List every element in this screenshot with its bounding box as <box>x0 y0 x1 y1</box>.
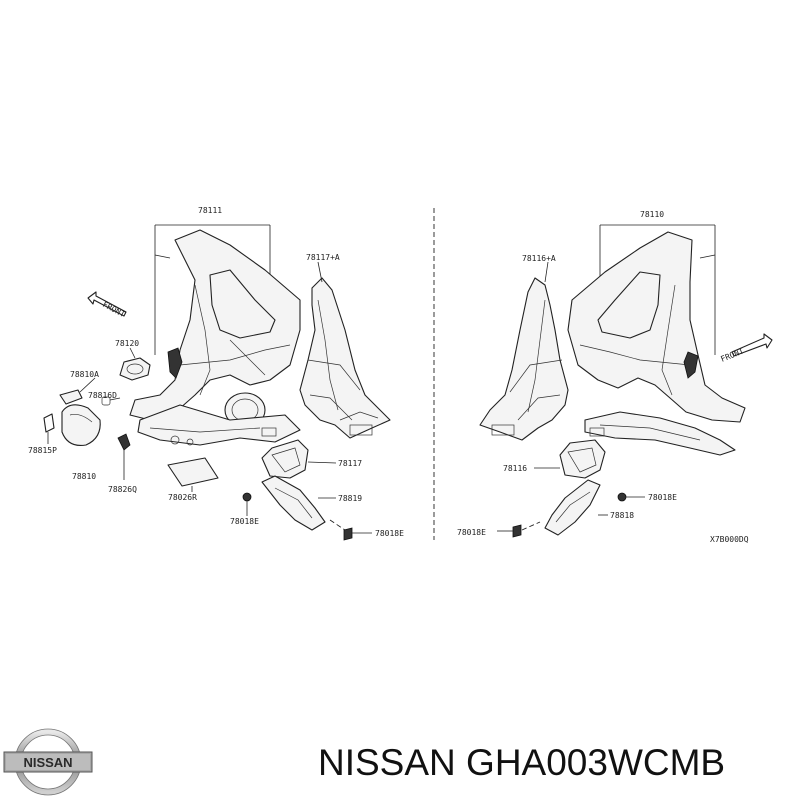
logo-text: NISSAN <box>23 755 72 770</box>
grommet-78120 <box>119 357 151 381</box>
label-78018e-left-a: 78018E <box>230 517 259 526</box>
label-78116a: 78116+A <box>522 254 556 263</box>
inner-panel-78117a <box>299 277 391 439</box>
right-assembly <box>479 224 773 538</box>
front-arrow-left-icon <box>87 291 127 317</box>
front-arrow-right-icon <box>731 333 773 357</box>
quarter-panel-right <box>567 231 746 423</box>
label-78110: 78110 <box>640 210 664 219</box>
quarter-panel-left <box>129 229 301 421</box>
label-front-right: FRONT <box>719 346 745 363</box>
left-assembly <box>43 224 391 541</box>
label-78826q: 78826Q <box>108 485 137 494</box>
label-78117a: 78117+A <box>306 253 340 262</box>
label-78810: 78810 <box>72 472 96 481</box>
label-diagram-code: X7B000DQ <box>710 535 749 544</box>
label-78111: 78111 <box>198 206 222 215</box>
label-78018e-right-a: 78018E <box>648 493 677 502</box>
label-78018e-right-b: 78018E <box>457 528 486 537</box>
label-78116: 78116 <box>503 464 527 473</box>
label-front-left: FRONT <box>101 300 127 319</box>
panel-78819 <box>261 475 326 531</box>
label-78117: 78117 <box>338 459 362 468</box>
label-78819: 78819 <box>338 494 362 503</box>
part-caption: NISSAN GHA003WCMB <box>318 742 726 783</box>
inner-panel-78116a <box>479 277 569 441</box>
label-78810a: 78810A <box>70 370 99 379</box>
label-78026r: 78026R <box>168 493 197 502</box>
label-78818: 78818 <box>610 511 634 520</box>
panel-78818 <box>544 479 601 536</box>
label-78018e-left-b: 78018E <box>375 529 404 538</box>
fuel-door-78810 <box>61 404 101 447</box>
label-78816d: 78816D <box>88 391 117 400</box>
pad-78026r <box>167 457 219 487</box>
label-78120: 78120 <box>115 339 139 348</box>
bracket-78116 <box>559 439 606 479</box>
nissan-logo-icon: NISSAN <box>3 728 93 796</box>
quarter-window-left <box>209 269 276 339</box>
label-78815p: 78815P <box>28 446 57 455</box>
quarter-window-right <box>597 271 661 339</box>
